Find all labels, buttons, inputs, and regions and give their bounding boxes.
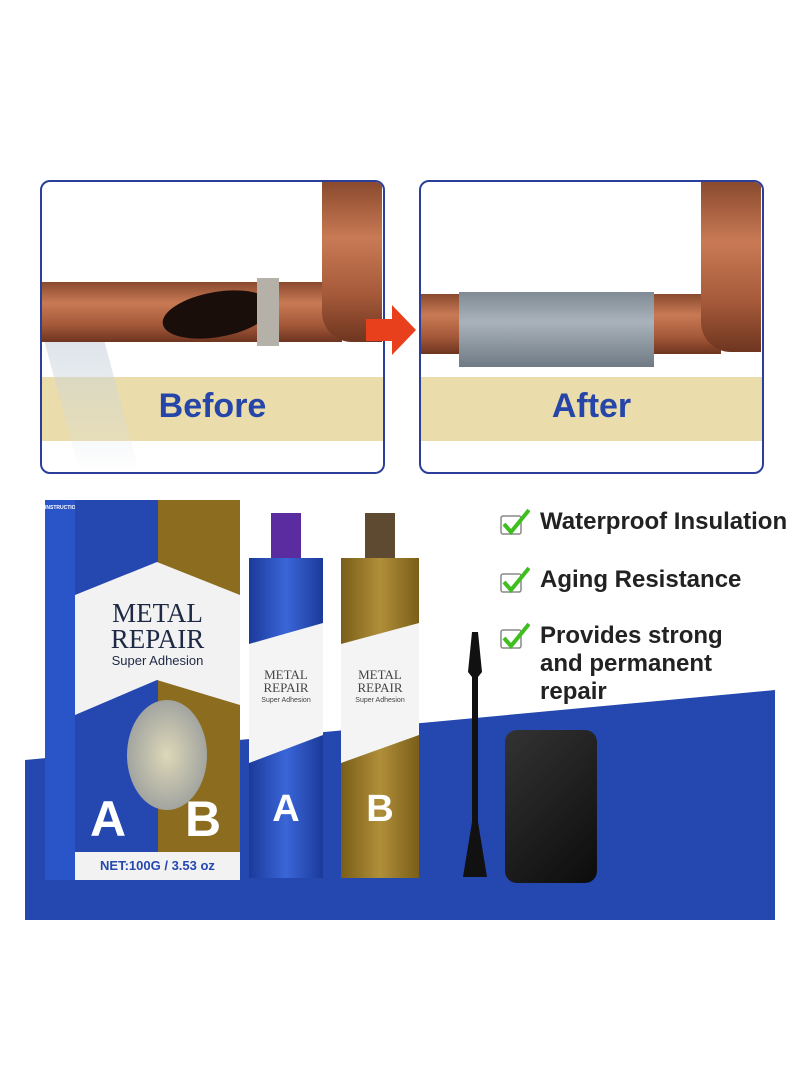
box-title-line1: METAL — [112, 598, 203, 628]
spatula-brush — [463, 632, 487, 877]
tube-a-title-line2: REPAIR — [263, 680, 309, 695]
tube-b: METAL REPAIR Super Adhesion B — [337, 513, 423, 878]
tube-a-subtitle: Super Adhesion — [261, 697, 311, 704]
box-title-line2: REPAIR — [110, 624, 205, 654]
beige-band — [421, 377, 762, 441]
mixing-case — [505, 730, 597, 883]
arrow-right-icon — [366, 305, 416, 355]
glue-image — [127, 700, 207, 810]
before-label: Before — [158, 387, 267, 425]
tube-b-subtitle: Super Adhesion — [355, 697, 405, 704]
after-panel: After — [419, 180, 764, 474]
box-side-label: INSTRUCTIONS — [45, 505, 83, 511]
box-net-weight: NET:100G / 3.53 oz — [75, 852, 240, 880]
box-side: INSTRUCTIONS — [45, 500, 83, 880]
product-box: INSTRUCTIONS METAL REPAIR Super Adhesion… — [45, 500, 240, 880]
repair-patch — [459, 292, 654, 367]
tube-b-title-line1: METAL — [358, 667, 402, 682]
pipe-joint — [257, 278, 279, 346]
tube-a: METAL REPAIR Super Adhesion A — [243, 513, 329, 878]
feature-text: Aging Resistance — [540, 566, 742, 593]
box-letter-b: B — [185, 791, 222, 847]
box-letter-a: A — [90, 791, 127, 847]
feature-text: Provides strong and permanent repair — [540, 622, 723, 705]
copper-pipe-elbow — [701, 182, 761, 352]
box-subtitle: Super Adhesion — [111, 653, 204, 668]
check-icon — [500, 622, 530, 650]
copper-pipe-elbow — [322, 182, 382, 342]
check-icon — [500, 508, 530, 536]
tube-a-letter: A — [272, 788, 300, 830]
after-label: After — [551, 387, 632, 425]
tube-a-title-line1: METAL — [264, 667, 308, 682]
before-panel: Before — [40, 180, 385, 474]
check-icon — [500, 566, 530, 594]
feature-item: Aging Resistance — [500, 566, 741, 594]
feature-item: Waterproof Insulation — [500, 508, 787, 536]
feature-text: Waterproof Insulation — [540, 508, 788, 535]
tube-b-letter: B — [366, 788, 394, 830]
feature-item: Provides strong and permanent repair — [500, 622, 760, 706]
tube-b-title-line2: REPAIR — [357, 680, 403, 695]
